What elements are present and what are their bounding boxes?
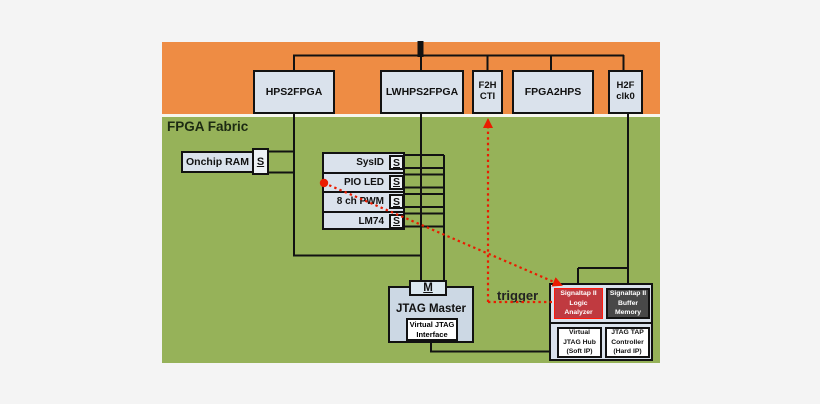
slave-port: S xyxy=(389,174,404,190)
jtag-master-port: M xyxy=(409,280,447,296)
jtag-master-label: JTAG Master xyxy=(395,303,467,315)
signaltap-container: Signaltap II Logic Analyzer Signaltap II… xyxy=(549,283,653,361)
slave-port: S xyxy=(389,194,404,209)
peripheral-label: SysID xyxy=(356,157,384,169)
bridge-f2h-cti: F2H CTI xyxy=(472,70,503,114)
signaltap-logic-analyzer-block: Signaltap II Logic Analyzer xyxy=(554,288,603,319)
peripheral-stack: SysID S PIO LED S 8 ch PWM S LM74 S xyxy=(322,152,405,230)
bridge-h2f-clk0: H2F clk0 xyxy=(608,70,643,114)
bridge-lwhps2fpga: LWHPS2FPGA xyxy=(380,70,464,114)
peripheral-8ch-pwm: 8 ch PWM S xyxy=(324,193,404,213)
virtual-jtag-interface-block: Virtual JTAG Interface xyxy=(406,318,458,341)
virtual-jtag-hub-block: Virtual JTAG Hub (Soft IP) xyxy=(557,327,602,358)
signaltap-buffer-memory-block: Signaltap II Buffer Memory xyxy=(606,288,650,319)
onchip-ram-block: Onchip RAM xyxy=(181,151,254,173)
region-divider xyxy=(162,114,660,117)
slave-port: S xyxy=(389,213,404,229)
onchip-ram-slave-port: S xyxy=(252,148,269,175)
peripheral-lm74: LM74 S xyxy=(324,213,404,231)
bridge-fpga2hps: FPGA2HPS xyxy=(512,70,594,114)
peripheral-sysid: SysID S xyxy=(324,154,404,174)
peripheral-label: PIO LED xyxy=(343,176,384,188)
peripheral-pio-led: PIO LED S xyxy=(324,174,404,193)
peripheral-label: LM74 xyxy=(358,216,384,227)
jtag-tap-controller-block: JTAG TAP Controller (Hard IP) xyxy=(605,327,650,358)
fpga-fabric-title: FPGA Fabric xyxy=(167,119,249,134)
trigger-label: trigger xyxy=(497,288,539,303)
slave-port: S xyxy=(389,155,404,170)
bridge-hps2fpga: HPS2FPGA xyxy=(253,70,335,114)
peripheral-label: 8 ch PWM xyxy=(336,196,384,208)
signaltap-divider xyxy=(550,322,652,324)
